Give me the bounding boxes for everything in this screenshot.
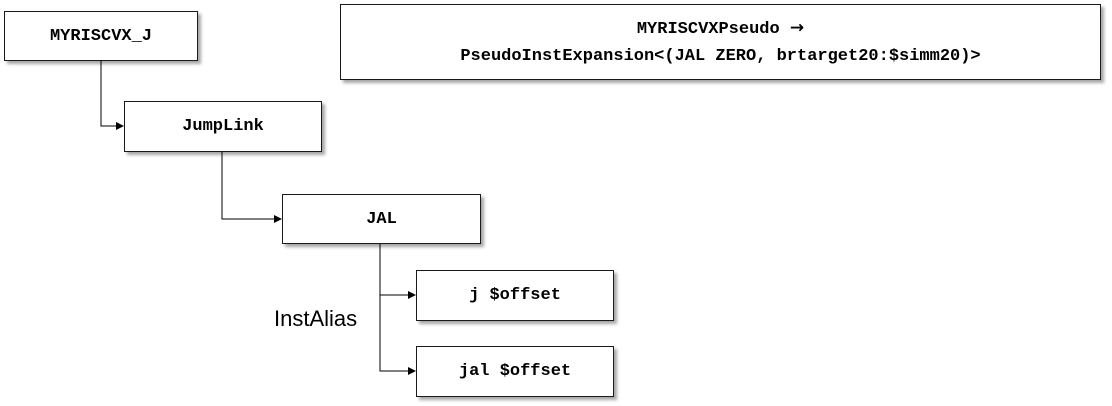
right-arrow-icon: → [789,17,805,38]
node-jal: JAL [282,194,481,244]
connector-jal-to-j-offset [379,244,416,299]
node-label: MYRISCVX_J [49,26,153,46]
node-label: JumpLink [182,117,264,136]
pseudo-expansion-box: MYRISCVXPseudo → PseudoInstExpansion<(JA… [340,4,1101,80]
pseudo-line-2: PseudoInstExpansion<(JAL ZERO, brtarget2… [460,46,981,66]
pseudo-line-1: MYRISCVXPseudo → [637,15,804,43]
node-myriscvx-j: MYRISCVX_J [4,11,198,61]
connector-myriscvx-j-to-jumplink [100,61,124,130]
pseudo-class-name: MYRISCVXPseudo [636,19,780,39]
node-label: JAL [366,209,397,229]
node-j-offset: j $offset [416,270,614,321]
instalias-label: InstAlias [274,306,358,331]
node-jumplink: JumpLink [124,101,322,152]
node-label: j $offset [469,286,561,305]
connector-jal-to-jal-offset [379,295,416,375]
node-jal-offset: jal $offset [416,346,614,397]
connector-jumplink-to-jal [221,152,282,223]
node-label: jal $offset [458,362,572,381]
